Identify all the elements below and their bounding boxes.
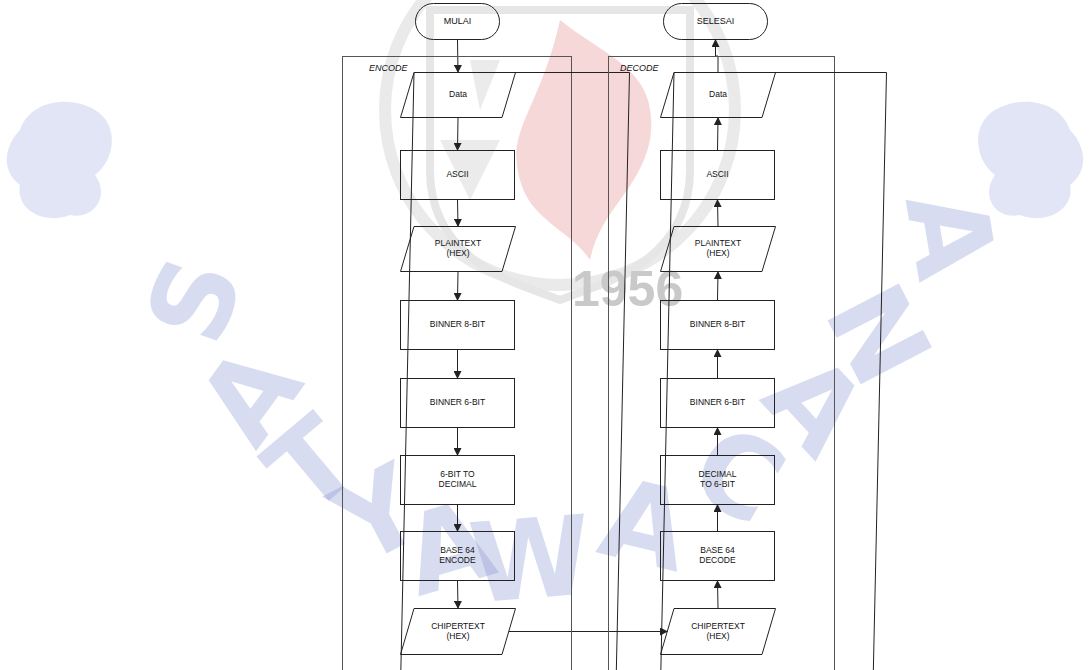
decode-panel: DECODE DataASCII PLAINTEXT (HEX) BINNER 8-B… bbox=[608, 56, 835, 670]
node-content: BINNER 8-BIT bbox=[401, 301, 514, 349]
encode-panel: ENCODE DataASCII PLAINTEXT (HEX) BINNER 8-B… bbox=[342, 56, 572, 670]
data-output: Data bbox=[660, 72, 776, 118]
flow-arrow bbox=[509, 631, 667, 632]
process-box: BINNER 6-BIT bbox=[400, 378, 515, 428]
node-content: PLAINTEXT (HEX) bbox=[400, 226, 516, 272]
node-label: BINNER 8-BIT bbox=[430, 320, 485, 330]
node-label: Data bbox=[709, 90, 727, 100]
node-label: PLAINTEXT (HEX) bbox=[428, 239, 488, 259]
watermark-letter: A bbox=[889, 184, 1012, 286]
flow-arrow bbox=[457, 428, 458, 455]
flow-arrow bbox=[717, 350, 718, 378]
node-content: BASE 64 ENCODE bbox=[401, 532, 514, 580]
node-label: ASCII bbox=[446, 170, 468, 180]
node-label: 6-BIT TO DECIMAL bbox=[430, 470, 486, 490]
node-label: CHIPERTEXT (HEX) bbox=[427, 622, 489, 642]
flow-arrow bbox=[457, 581, 459, 608]
node-label: DECIMAL TO 6-BIT bbox=[694, 470, 742, 490]
node-content: Data bbox=[400, 72, 516, 118]
node-content: DECIMAL TO 6-BIT bbox=[661, 456, 774, 504]
flow-arrow bbox=[457, 118, 459, 150]
flow-arrow bbox=[717, 505, 718, 531]
node-content: BINNER 6-BIT bbox=[401, 379, 514, 427]
node-label: BINNER 8-BIT bbox=[690, 320, 745, 330]
emblem-mark bbox=[440, 60, 500, 200]
flow-arrow bbox=[717, 272, 719, 300]
node-label: MULAI bbox=[444, 16, 472, 26]
flow-arrow bbox=[717, 200, 719, 226]
process-box: DECIMAL TO 6-BIT bbox=[660, 455, 775, 505]
node-content: BASE 64 DECODE bbox=[661, 532, 774, 580]
terminal-start: MULAI bbox=[415, 3, 500, 40]
node-content: 6-BIT TO DECIMAL bbox=[401, 456, 514, 504]
node-content: PLAINTEXT (HEX) bbox=[660, 226, 776, 272]
process-box: BINNER 6-BIT bbox=[660, 378, 775, 428]
process-box: BINNER 8-BIT bbox=[400, 300, 515, 350]
data-io: PLAINTEXT (HEX) bbox=[660, 226, 776, 272]
flow-arrow bbox=[457, 272, 459, 300]
data-io: CHIPERTEXT (HEX) bbox=[400, 608, 516, 655]
panel-heading: ENCODE bbox=[369, 63, 408, 73]
node-content: ASCII bbox=[401, 151, 514, 199]
process-box: BASE 64 DECODE bbox=[660, 531, 775, 581]
node-content: CHIPERTEXT (HEX) bbox=[660, 608, 776, 655]
data-io: CHIPERTEXT (HEX) bbox=[660, 608, 776, 655]
node-content: MULAI bbox=[415, 3, 500, 40]
node-content: SELESAI bbox=[663, 3, 768, 40]
flow-arrow bbox=[457, 200, 459, 226]
node-content: Data bbox=[660, 72, 776, 118]
node-label: Data bbox=[449, 90, 467, 100]
process-box: BASE 64 ENCODE bbox=[400, 531, 515, 581]
node-label: BASE 64 ENCODE bbox=[430, 546, 486, 566]
node-label: BINNER 6-BIT bbox=[430, 398, 485, 408]
node-label: BASE 64 DECODE bbox=[690, 546, 746, 566]
node-content: ASCII bbox=[661, 151, 774, 199]
flow-arrow bbox=[717, 118, 719, 150]
node-label: PLAINTEXT (HEX) bbox=[688, 239, 748, 259]
terminal-end: SELESAI bbox=[663, 3, 768, 40]
process-box: ASCII bbox=[660, 150, 775, 200]
flow-arrow bbox=[717, 581, 719, 608]
lion-figure bbox=[7, 102, 112, 218]
node-content: BINNER 8-BIT bbox=[661, 301, 774, 349]
node-content: CHIPERTEXT (HEX) bbox=[400, 608, 516, 655]
flow-arrow bbox=[717, 428, 718, 455]
watermark-letter: W bbox=[465, 501, 594, 620]
node-content: BINNER 6-BIT bbox=[661, 379, 774, 427]
node-label: BINNER 6-BIT bbox=[690, 398, 745, 408]
process-box: 6-BIT TO DECIMAL bbox=[400, 455, 515, 505]
panel-heading: DECODE bbox=[620, 63, 659, 73]
node-label: SELESAI bbox=[697, 16, 735, 26]
node-label: ASCII bbox=[706, 170, 728, 180]
flow-arrow bbox=[457, 350, 458, 378]
data-io: PLAINTEXT (HEX) bbox=[400, 226, 516, 272]
process-box: ASCII bbox=[400, 150, 515, 200]
emblem-ring bbox=[385, 0, 735, 285]
flow-arrow bbox=[457, 505, 458, 531]
node-label: CHIPERTEXT (HEX) bbox=[687, 622, 749, 642]
data-input: Data bbox=[400, 72, 516, 118]
process-box: BINNER 8-BIT bbox=[660, 300, 775, 350]
